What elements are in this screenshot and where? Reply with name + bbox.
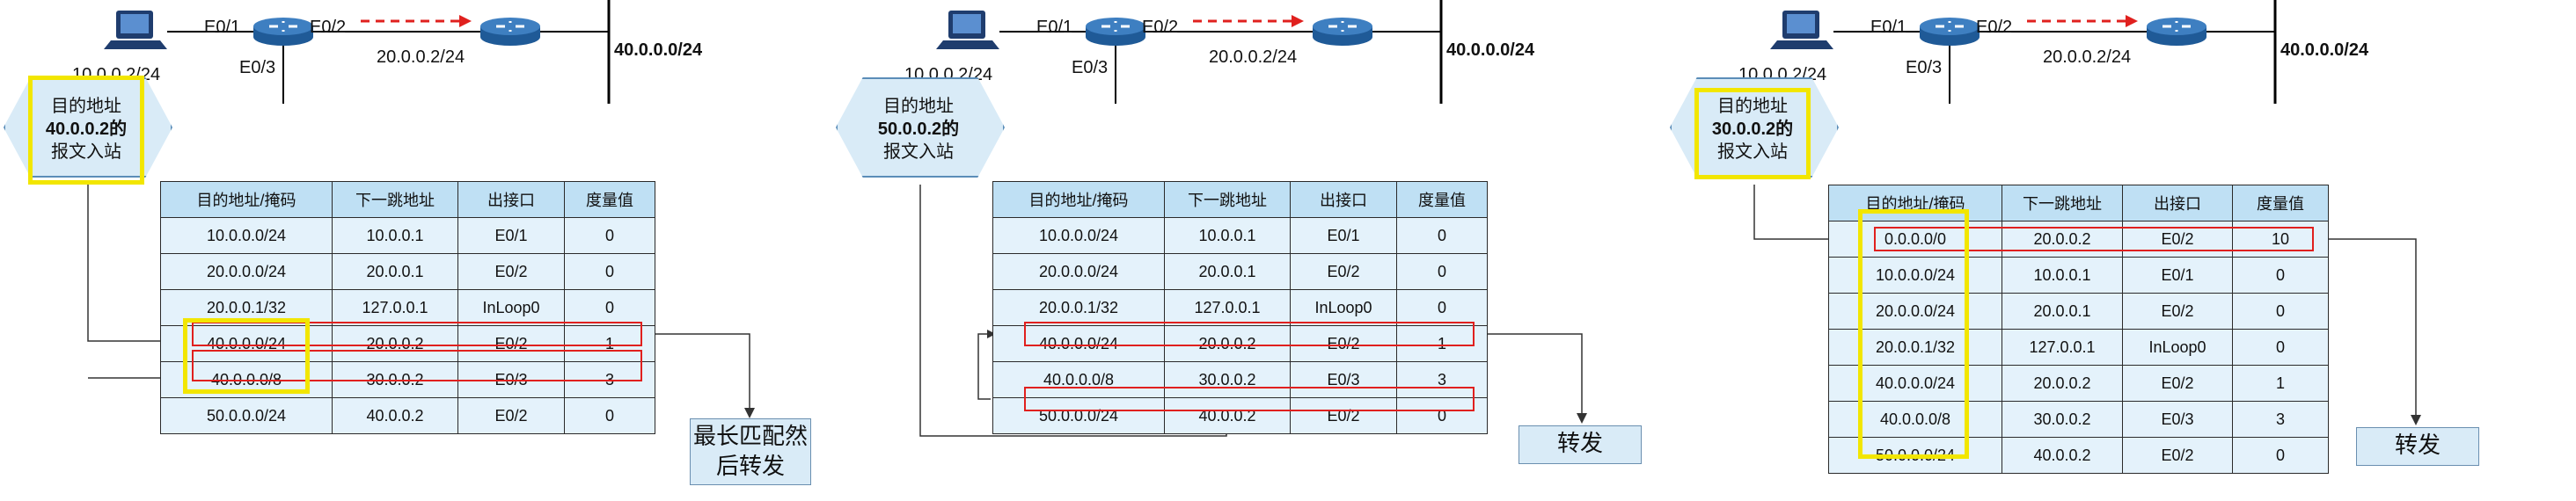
match-highlight xyxy=(1024,387,1475,411)
col-header: 出接口 xyxy=(1290,181,1397,218)
router-icon xyxy=(1920,18,1980,46)
col-header: 度量值 xyxy=(564,181,655,218)
router-icon xyxy=(2147,18,2206,46)
if-e03-label: E0/3 xyxy=(1906,58,1943,77)
col-header: 目的地址/掩码 xyxy=(992,181,1165,218)
result-box: 最长匹配然后转发 xyxy=(690,418,811,485)
result-box: 转发 xyxy=(1519,425,1642,464)
table-header-row: 目的地址/掩码 下一跳地址 出接口 度量值 xyxy=(160,181,655,218)
packet-highlight xyxy=(28,76,144,185)
remote-net-label: 40.0.0.0/24 xyxy=(614,40,703,60)
panel-2: E0/1 E0/2 E0/3 10.0.0.2/24 20.0.0.2/24 4… xyxy=(832,0,1677,501)
router-icon xyxy=(1086,18,1145,46)
table-header-row: 目的地址/掩码 下一跳地址 出接口 度量值 xyxy=(1828,185,2329,221)
packet-text: 目的地址 50.0.0.2的 报文入站 xyxy=(877,97,960,162)
col-header: 度量值 xyxy=(2232,185,2329,221)
if-e01-label: E0/1 xyxy=(1036,18,1073,37)
if-e02-label: E0/2 xyxy=(1142,18,1179,37)
link-net-label: 20.0.0.2/24 xyxy=(377,47,465,67)
match-highlight xyxy=(1874,227,2314,251)
packet-hexagon xyxy=(836,77,1005,178)
match-highlight xyxy=(1024,322,1475,346)
if-e01-label: E0/1 xyxy=(1870,18,1907,37)
panel-3: E0/1 E0/2 E0/3 10.0.0.2/24 20.0.0.2/24 4… xyxy=(1666,0,2511,501)
col-header: 度量值 xyxy=(1396,181,1488,218)
if-e03-label: E0/3 xyxy=(239,58,276,77)
computer-icon xyxy=(104,11,167,49)
col-header: 下一跳地址 xyxy=(2002,185,2123,221)
router-icon xyxy=(1313,18,1372,46)
col-header: 目的地址/掩码 xyxy=(160,181,333,218)
computer-icon xyxy=(1770,11,1833,49)
computer-icon xyxy=(936,11,999,49)
link-net-label: 20.0.0.2/24 xyxy=(1209,47,1298,67)
col-header: 下一跳地址 xyxy=(1164,181,1291,218)
col-header: 下一跳地址 xyxy=(332,181,458,218)
link-net-label: 20.0.0.2/24 xyxy=(2043,47,2132,67)
if-e01-label: E0/1 xyxy=(204,18,241,37)
remote-net-label: 40.0.0.0/24 xyxy=(1446,40,1535,60)
match-highlight xyxy=(192,350,642,381)
if-e02-label: E0/2 xyxy=(310,18,347,37)
packet-text: 目的地址 30.0.0.2的 报文入站 xyxy=(1711,97,1794,162)
router-icon xyxy=(480,18,540,46)
result-box: 转发 xyxy=(2356,427,2479,466)
router-icon xyxy=(253,18,313,46)
col-header: 目的地址/掩码 xyxy=(1828,185,2002,221)
remote-net-label: 40.0.0.0/24 xyxy=(2280,40,2369,60)
col-header: 出接口 xyxy=(457,181,565,218)
prefix-highlight xyxy=(183,318,310,394)
table-header-row: 目的地址/掩码 下一跳地址 出接口 度量值 xyxy=(992,181,1488,218)
packet-highlight xyxy=(1694,88,1811,179)
packet-text: 目的地址 40.0.0.2的 报文入站 xyxy=(45,97,128,162)
match-highlight xyxy=(192,322,642,346)
if-e03-label: E0/3 xyxy=(1072,58,1109,77)
panel-1: E0/1 E0/2 E0/3 10.0.0.2/24 20.0.0.2/24 4… xyxy=(0,0,845,501)
panel-3-topology xyxy=(1753,0,2421,425)
prefix-highlight xyxy=(1858,209,1969,459)
col-header: 出接口 xyxy=(2122,185,2233,221)
panel-1-topology xyxy=(87,0,755,418)
if-e02-label: E0/2 xyxy=(1976,18,2013,37)
